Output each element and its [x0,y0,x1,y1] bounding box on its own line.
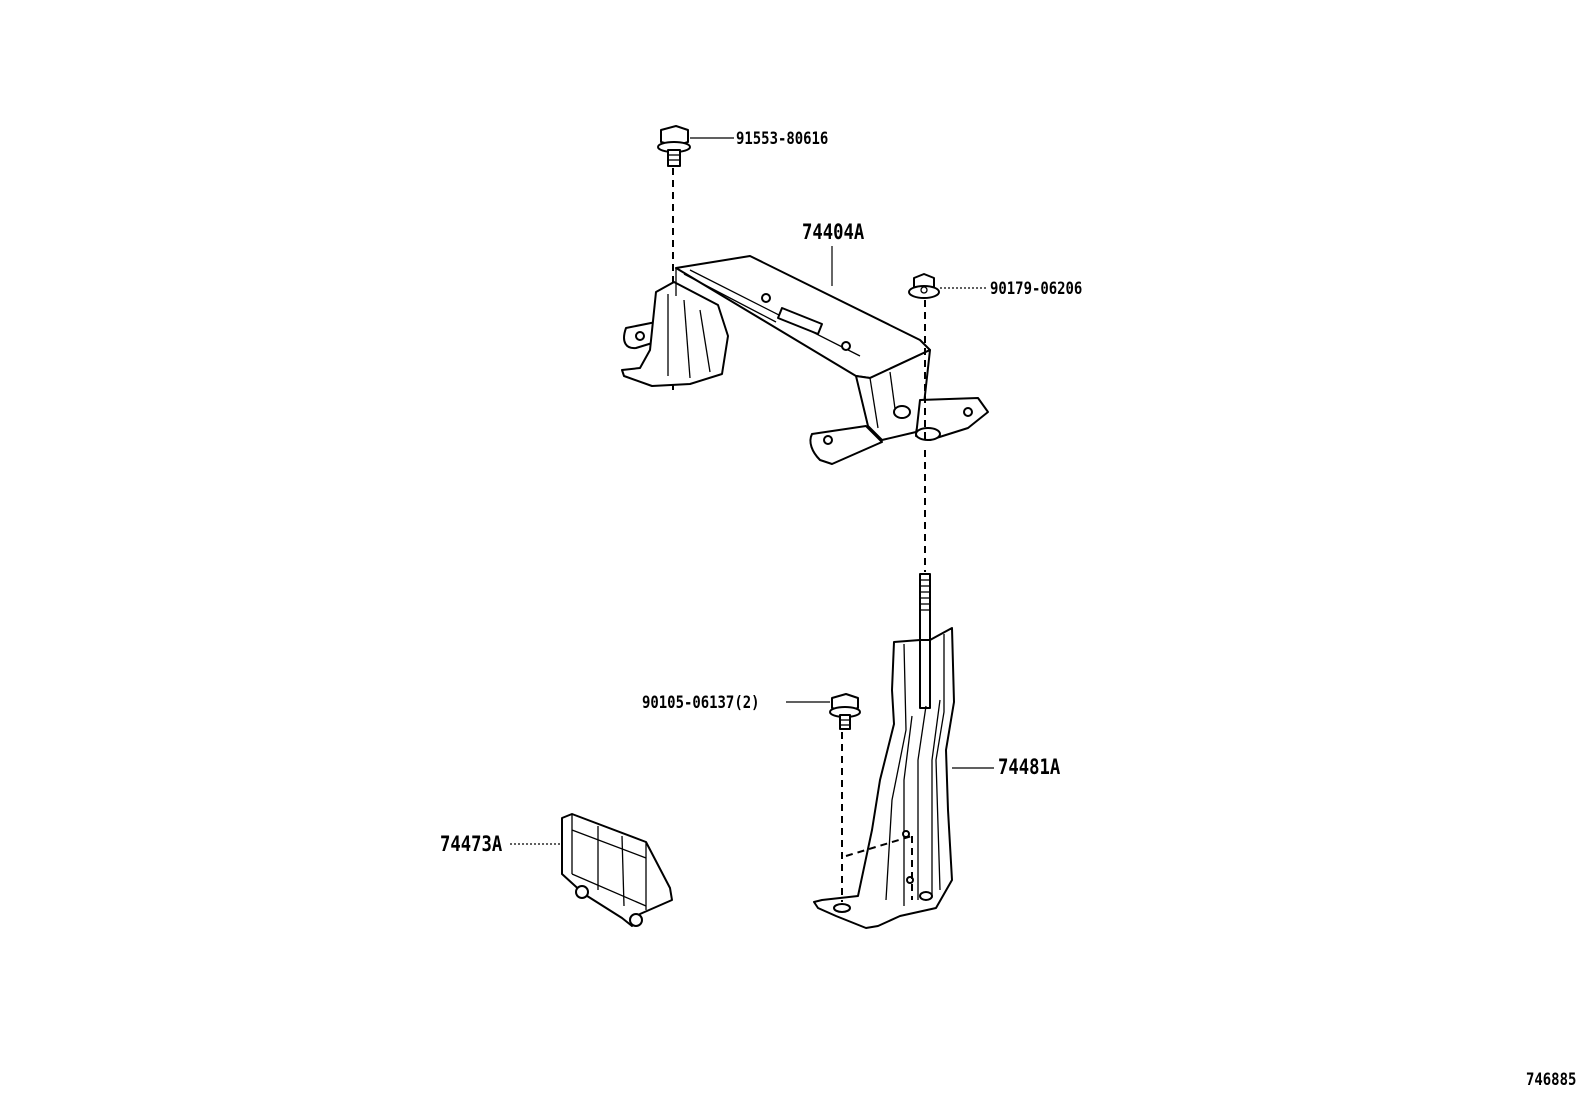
hex-nut-icon[interactable] [908,273,940,299]
diagram-code: 746885 [1526,1070,1577,1090]
lower-bracket-drawing[interactable] [813,573,955,929]
part-number-label: 74404A [802,220,865,244]
part-number-label: 91553-80616 [736,129,829,149]
part-number-label: 74481A [998,755,1061,779]
flange-bolt-icon[interactable] [657,125,691,167]
part-number-label: 90179-06206 [990,279,1083,299]
part-number-label: 90105-06137(2) [642,693,760,713]
spacer-drawing[interactable] [561,813,673,927]
part-number-label: 74473A [440,832,503,856]
flange-bolt-icon[interactable] [829,693,861,730]
upper-bracket-drawing[interactable] [621,255,989,465]
